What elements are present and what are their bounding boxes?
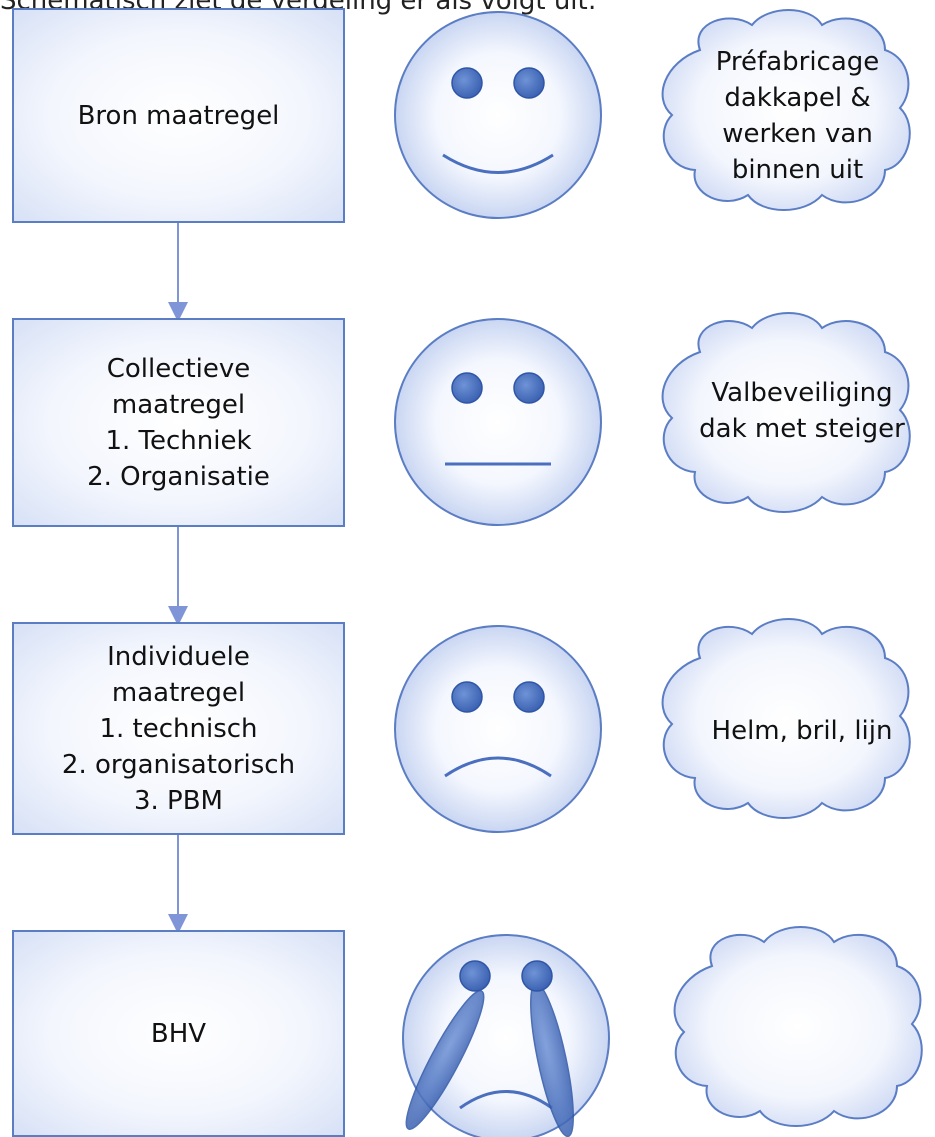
box-line: maatregel <box>111 677 246 708</box>
cloud-text-2: Valbeveiliging dak met steiger <box>672 375 932 447</box>
cloud-text-1: Préfabricage dakkapel & werken van binne… <box>680 44 915 188</box>
level-box-collectief: Collectieve maatregel 1. Techniek 2. Org… <box>12 318 345 527</box>
cloud-line: binnen uit <box>731 155 864 185</box>
crying-face-icon <box>402 934 610 1137</box>
cloud-line: dakkapel & <box>724 83 871 113</box>
cloud-shape-2 <box>661 312 911 513</box>
box-line: 3. PBM <box>133 785 223 816</box>
cloud-line: Valbeveiliging <box>711 378 893 408</box>
sad-face-icon <box>394 625 602 833</box>
cloud-line: Helm, bril, lijn <box>711 716 893 746</box>
cloud-line: werken van <box>722 119 873 149</box>
cloud-shape-1 <box>661 9 911 211</box>
cloud-line: Préfabricage <box>715 47 880 77</box>
neutral-face-icon <box>394 318 602 526</box>
cloud-shape-4 <box>673 926 923 1127</box>
box-line: 1. technisch <box>99 713 258 744</box>
cloud-line: dak met steiger <box>699 414 905 444</box>
box-line: Collectieve <box>106 353 251 384</box>
box-line: 1. Techniek <box>105 425 252 456</box>
box-line: maatregel <box>111 389 246 420</box>
happy-face-icon <box>394 11 602 219</box>
box-line: Individuele <box>107 641 250 672</box>
box-line: BHV <box>150 1018 207 1049</box>
box-line: Bron maatregel <box>77 100 280 131</box>
level-box-individueel: Individuele maatregel 1. technisch 2. or… <box>12 622 345 835</box>
cloud-shape-3 <box>661 618 911 819</box>
level-box-bron: Bron maatregel <box>12 8 345 223</box>
box-line: 2. organisatorisch <box>61 749 296 780</box>
cloud-text-3: Helm, bril, lijn <box>672 713 932 749</box>
box-line: 2. Organisatie <box>87 461 270 492</box>
level-box-bhv: BHV <box>12 930 345 1137</box>
